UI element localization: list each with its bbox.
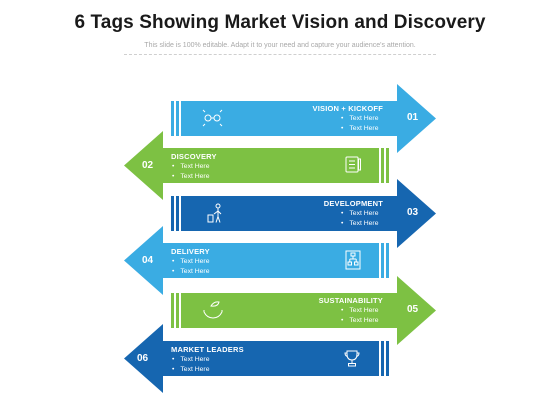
tag-05-title: SUSTAINABILITY bbox=[318, 296, 383, 305]
tag-05-stripe bbox=[171, 293, 174, 328]
tag-01-arrow bbox=[181, 84, 436, 153]
tag-06-bullet: Text Here bbox=[172, 355, 209, 365]
tag-06-arrow bbox=[124, 324, 379, 393]
tag-05-bullet: Text Here bbox=[341, 306, 378, 316]
tag-01-number: 01 bbox=[407, 112, 419, 123]
tag-03-bullets: Text Here Text Here bbox=[341, 209, 378, 228]
tag-02-bullet: Text Here bbox=[172, 172, 209, 182]
page-subtitle: This slide is 100% editable. Adapt it to… bbox=[144, 42, 416, 49]
tag-01-stripe bbox=[176, 101, 179, 136]
page-title: 6 Tags Showing Market Vision and Discove… bbox=[74, 12, 486, 33]
tag-02-shape bbox=[124, 131, 389, 200]
tag-03-shape bbox=[171, 179, 436, 248]
tag-03-title: DEVELOPMENT bbox=[323, 199, 383, 208]
tag-06-stripe bbox=[381, 341, 384, 376]
tag-05-arrow bbox=[181, 276, 436, 345]
tag-01-stripe bbox=[171, 101, 174, 136]
tag-01-title: VISION + KICKOFF bbox=[312, 104, 383, 113]
tag-03-stripe bbox=[171, 196, 174, 231]
hands-leaf-icon bbox=[203, 301, 223, 319]
tag-05-bullets: Text Here Text Here bbox=[341, 306, 378, 325]
tag-04-number: 04 bbox=[142, 255, 154, 266]
tag-04-stripe bbox=[381, 243, 384, 278]
tag-02-stripe bbox=[381, 148, 384, 183]
tag-02-arrow bbox=[124, 131, 379, 200]
tag-02-number: 02 bbox=[142, 160, 154, 171]
tag-04-shape bbox=[124, 226, 389, 295]
tag-05-stripe bbox=[176, 293, 179, 328]
tag-02-bullets: Text Here Text Here bbox=[172, 162, 209, 181]
tag-04-bullet: Text Here bbox=[172, 257, 209, 267]
tag-04-title: DELIVERY bbox=[171, 247, 210, 256]
trophy-icon bbox=[344, 350, 360, 367]
tag-01-bullet: Text Here bbox=[341, 114, 378, 124]
tag-06-stripe bbox=[386, 341, 389, 376]
tag-03-bullet: Text Here bbox=[341, 219, 378, 229]
tag-01-bullet: Text Here bbox=[341, 124, 378, 134]
tag-04-bullets: Text Here Text Here bbox=[172, 257, 209, 276]
tag-05-bullet: Text Here bbox=[341, 316, 378, 326]
tag-05-number: 05 bbox=[407, 304, 419, 315]
tag-04-stripe bbox=[386, 243, 389, 278]
tag-03-stripe bbox=[176, 196, 179, 231]
tag-02-stripe bbox=[386, 148, 389, 183]
person-watering-icon bbox=[207, 203, 222, 223]
subtitle-divider bbox=[124, 54, 436, 55]
tag-06-bullets: Text Here Text Here bbox=[172, 355, 209, 374]
tag-03-bullet: Text Here bbox=[341, 209, 378, 219]
tag-06-title: MARKET LEADERS bbox=[171, 345, 244, 354]
tag-06-shape bbox=[124, 324, 389, 393]
vision-icon bbox=[202, 109, 223, 127]
tag-06-number: 06 bbox=[137, 353, 149, 364]
tag-02-bullet: Text Here bbox=[172, 162, 209, 172]
tag-03-arrow bbox=[181, 179, 436, 248]
network-icon bbox=[345, 250, 361, 270]
checklist-icon bbox=[345, 156, 361, 173]
tag-05-shape bbox=[171, 276, 436, 345]
tag-04-bullet: Text Here bbox=[172, 267, 209, 277]
tag-01-bullets: Text Here Text Here bbox=[341, 114, 378, 133]
tag-04-arrow bbox=[124, 226, 379, 295]
tag-02-title: DISCOVERY bbox=[171, 152, 217, 161]
tag-01-shape bbox=[171, 84, 436, 153]
tag-06-bullet: Text Here bbox=[172, 365, 209, 375]
tag-03-number: 03 bbox=[407, 207, 419, 218]
